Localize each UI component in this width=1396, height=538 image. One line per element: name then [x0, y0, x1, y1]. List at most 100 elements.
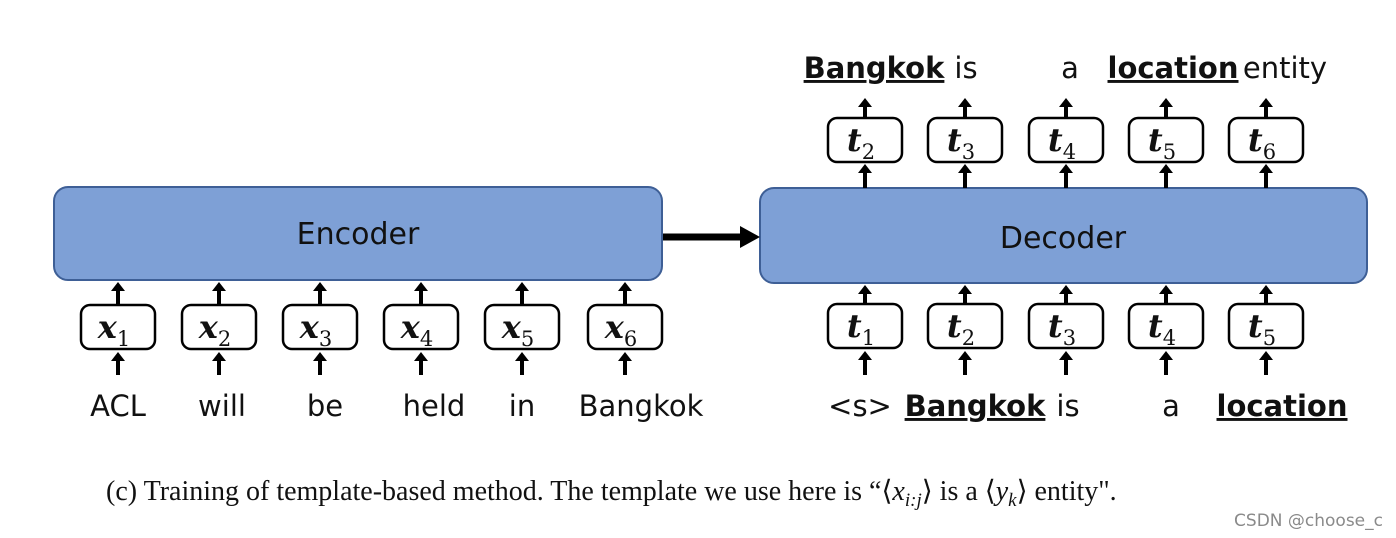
- encoder-input-token: x5: [483, 303, 561, 351]
- caption-math-x: x: [891, 476, 905, 507]
- token-letter: t: [947, 121, 962, 159]
- arrow-up: [1059, 351, 1073, 375]
- token-letter: t: [1148, 121, 1163, 159]
- encoder-input-word: will: [198, 389, 246, 423]
- token-symbol: t5: [1248, 307, 1276, 350]
- decoder-output-word: entity: [1243, 51, 1327, 85]
- arrow-up: [313, 352, 327, 375]
- arrow-up: [1159, 98, 1173, 118]
- decoder-input-token: t1: [826, 302, 904, 350]
- token-symbol: x5: [501, 308, 534, 351]
- token-letter: t: [1248, 121, 1263, 159]
- token-index: 3: [319, 327, 332, 351]
- decoder-input-word: a: [1162, 389, 1180, 423]
- encoder-block: [53, 186, 663, 281]
- token-box-outline: [79, 303, 157, 351]
- decoder-input-token: t5: [1227, 302, 1305, 350]
- decoder-input-token: t3: [1027, 302, 1105, 350]
- token-box-outline: [926, 302, 1004, 350]
- encoder-input-word: ACL: [90, 389, 146, 423]
- encoder-input-word: be: [307, 389, 343, 423]
- encoder-input-token: x1: [79, 303, 157, 351]
- caption-math-y-sub: k: [1008, 490, 1017, 511]
- token-index: 4: [420, 327, 433, 351]
- arrow-up: [958, 351, 972, 375]
- arrow-up: [313, 282, 327, 305]
- token-letter: x: [604, 308, 625, 346]
- decoder-input-token: t2: [926, 302, 1004, 350]
- token-index: 3: [962, 140, 975, 164]
- encoder-input-word: in: [509, 389, 535, 423]
- arrow-up: [1259, 164, 1273, 188]
- decoder-output-word: a: [1061, 51, 1079, 85]
- token-index: 3: [1063, 326, 1076, 350]
- token-index: 1: [862, 326, 875, 350]
- decoder-output-word: location: [1108, 51, 1239, 85]
- arrow-up: [1059, 285, 1073, 304]
- decoder-block: [759, 187, 1368, 284]
- token-index: 6: [1263, 140, 1276, 164]
- token-index: 1: [117, 327, 130, 351]
- arrow-up: [111, 352, 125, 375]
- token-letter: t: [1048, 121, 1063, 159]
- decoder-output-token: t3: [926, 116, 1004, 164]
- arrow-up: [1259, 351, 1273, 375]
- token-index: 2: [962, 326, 975, 350]
- arrow-up: [515, 282, 529, 305]
- decoder-input-word: Bangkok: [905, 389, 1047, 423]
- token-box-outline: [483, 303, 561, 351]
- token-index: 5: [1263, 326, 1276, 350]
- arrow-up: [111, 282, 125, 305]
- encoder-label: Encoder: [297, 217, 420, 252]
- token-symbol: t6: [1248, 121, 1276, 164]
- token-symbol: x1: [97, 308, 130, 351]
- token-index: 2: [862, 140, 875, 164]
- arrow-up: [1159, 351, 1173, 375]
- arrow-up: [1059, 98, 1073, 118]
- encoder-input-word: held: [403, 389, 466, 423]
- decoder-input-token: t4: [1127, 302, 1205, 350]
- token-index: 4: [1163, 326, 1176, 350]
- encoder-input-word: Bangkok: [579, 389, 704, 423]
- caption-math-y: y: [993, 476, 1009, 507]
- token-box-outline: [1027, 302, 1105, 350]
- encoder-input-token: x6: [586, 303, 664, 351]
- token-symbol: t4: [1148, 307, 1176, 350]
- decoder-output-word: Bangkok: [804, 51, 946, 85]
- watermark: CSDN @choose_c: [1234, 511, 1383, 531]
- token-symbol: t3: [1048, 307, 1076, 350]
- encoder-to-decoder-arrow: [663, 226, 760, 248]
- token-index: 4: [1063, 140, 1076, 164]
- arrow-up: [515, 352, 529, 375]
- arrow-up: [618, 282, 632, 305]
- token-box-outline: [281, 303, 359, 351]
- token-letter: t: [1148, 307, 1163, 345]
- token-box-outline: [1027, 116, 1105, 164]
- arrow-up: [414, 282, 428, 305]
- encoder-input-token: x3: [281, 303, 359, 351]
- token-box-outline: [926, 116, 1004, 164]
- token-symbol: t2: [947, 307, 975, 350]
- token-box-outline: [1127, 116, 1205, 164]
- token-letter: x: [97, 308, 118, 346]
- caption-math-x-sub: i:j: [905, 490, 922, 511]
- encoder-input-token: x4: [382, 303, 460, 351]
- token-symbol: t5: [1148, 121, 1176, 164]
- decoder-input-word: is: [1056, 389, 1079, 423]
- arrow-up: [414, 352, 428, 375]
- decoder-output-token: t2: [826, 116, 904, 164]
- arrow-up: [958, 98, 972, 118]
- token-symbol: t2: [847, 121, 875, 164]
- arrow-up: [1159, 164, 1173, 188]
- token-letter: t: [947, 307, 962, 345]
- token-letter: t: [847, 307, 862, 345]
- token-box-outline: [586, 303, 664, 351]
- arrow-up: [958, 164, 972, 188]
- caption-prefix: (c) Training of template-based method. T…: [106, 476, 892, 507]
- decoder-output-token: t5: [1127, 116, 1205, 164]
- arrow-up: [1259, 98, 1273, 118]
- decoder-input-word: <s>: [828, 389, 892, 423]
- token-letter: x: [198, 308, 219, 346]
